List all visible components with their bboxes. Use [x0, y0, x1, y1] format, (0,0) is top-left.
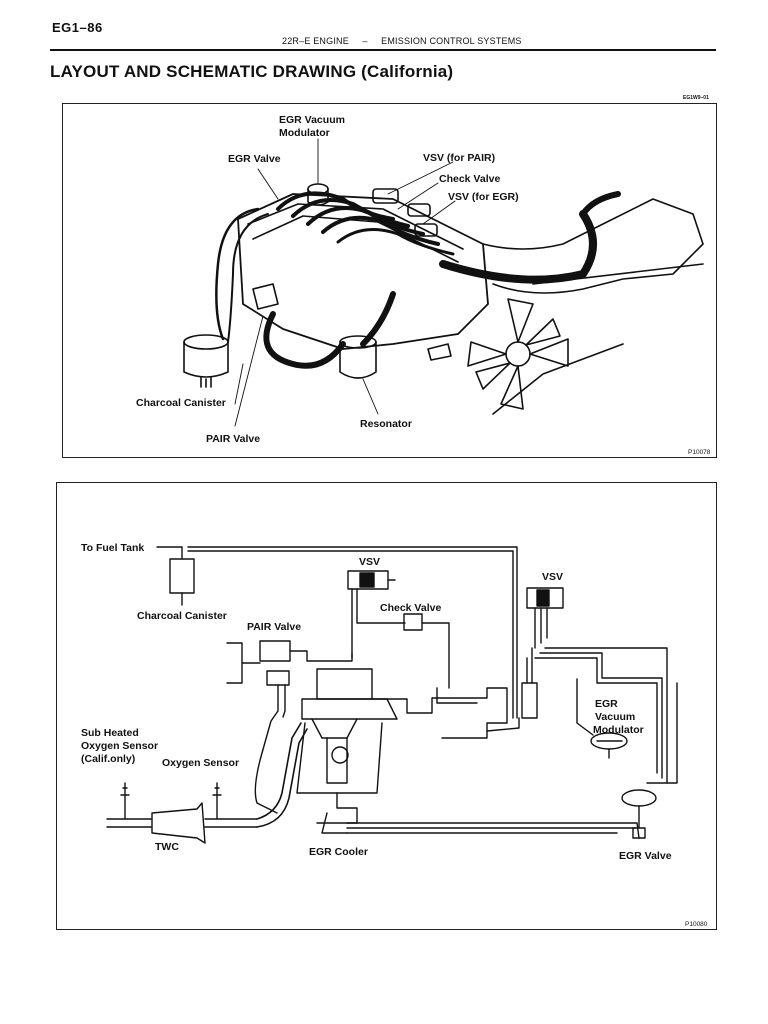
- label-vsv-egr: VSV (for EGR): [448, 191, 519, 203]
- label-egr-valve: EGR Valve: [228, 153, 281, 165]
- layout-drawing-panel: EGR Vacuum Modulator EGR Valve VSV (for …: [62, 103, 717, 458]
- label-egr-cooler: EGR Cooler: [309, 846, 368, 858]
- label-egr-vacuum-modulator-schematic-3: Modulator: [593, 724, 644, 736]
- label-egr-vacuum-modulator-schematic-2: Vacuum: [595, 711, 635, 723]
- label-sub-heated-3: (Calif.only): [81, 753, 135, 765]
- page-number: EG1–86: [52, 20, 103, 35]
- running-header: 22R–E ENGINE – EMISSION CONTROL SYSTEMS: [282, 36, 522, 46]
- label-charcoal-canister: Charcoal Canister: [136, 397, 226, 409]
- label-sub-heated-2: Oxygen Sensor: [81, 740, 158, 752]
- label-pair-valve-schematic: PAIR Valve: [247, 621, 301, 633]
- layout-drawing-code: EG1W9–01: [683, 95, 709, 101]
- label-vsv-left: VSV: [359, 556, 380, 568]
- label-egr-vacuum-modulator-1: EGR Vacuum: [279, 114, 345, 126]
- schematic-drawing-panel: To Fuel Tank VSV VSV Charcoal Canister C…: [56, 482, 717, 930]
- label-to-fuel-tank: To Fuel Tank: [81, 542, 144, 554]
- label-vsv-pair: VSV (for PAIR): [423, 152, 495, 164]
- emission-schematic: To Fuel Tank VSV VSV Charcoal Canister C…: [81, 542, 708, 928]
- label-twc: TWC: [155, 841, 179, 853]
- label-egr-vacuum-modulator-schematic-1: EGR: [595, 698, 618, 710]
- label-check-valve-schematic: Check Valve: [380, 602, 441, 614]
- label-check-valve: Check Valve: [439, 173, 500, 185]
- header-rule: [50, 49, 716, 51]
- label-pair-valve: PAIR Valve: [206, 433, 260, 445]
- page-title: LAYOUT AND SCHEMATIC DRAWING (California…: [50, 62, 454, 81]
- label-vsv-right: VSV: [542, 571, 563, 583]
- label-egr-vacuum-modulator-2: Modulator: [279, 127, 330, 139]
- label-oxygen-sensor: Oxygen Sensor: [162, 757, 239, 769]
- label-egr-valve-schematic: EGR Valve: [619, 850, 672, 862]
- label-charcoal-canister-schematic: Charcoal Canister: [137, 610, 227, 622]
- label-sub-heated-1: Sub Heated: [81, 727, 139, 739]
- schematic-figure-id: P10080: [685, 921, 708, 928]
- engine-layout-illustration: EGR Vacuum Modulator EGR Valve VSV (for …: [136, 114, 711, 456]
- label-resonator: Resonator: [360, 418, 412, 430]
- layout-figure-id: P10078: [688, 449, 711, 456]
